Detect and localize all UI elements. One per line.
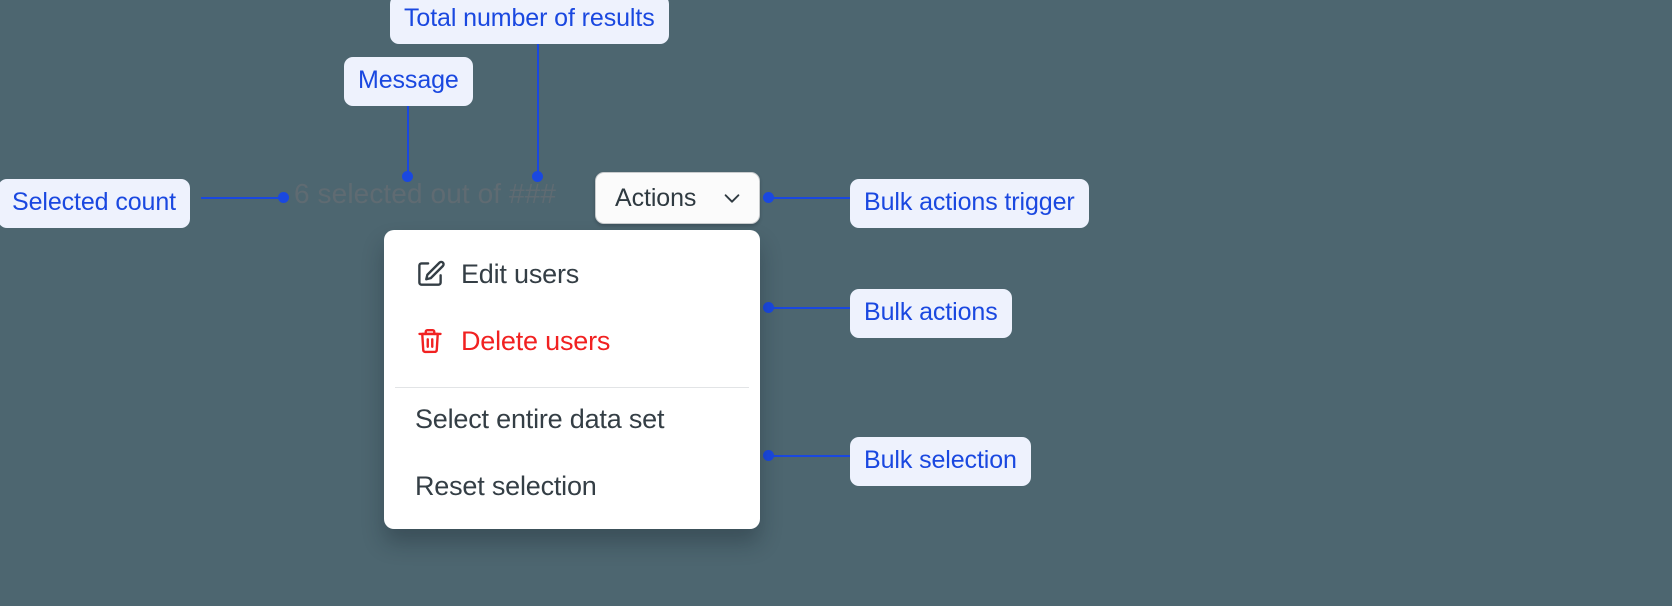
connector-bulk-selection [770, 455, 852, 457]
menu-item-reset-selection[interactable]: Reset selection [384, 455, 760, 517]
bulk-actions-trigger-label: Actions [615, 183, 697, 212]
chevron-down-icon [721, 187, 743, 209]
bulk-actions-dropdown-menu: Edit users Delete users Select entire da… [384, 230, 760, 529]
connector-dot-bulk-selection [763, 450, 774, 461]
annotation-bulk-actions: Bulk actions [850, 289, 1012, 338]
menu-item-label: Reset selection [415, 470, 597, 501]
connector-dot-selected-count [278, 192, 289, 203]
connector-message [407, 94, 409, 178]
connector-bulk-actions [770, 307, 852, 309]
connector-dot-total-number-of-results [532, 171, 543, 182]
menu-divider [395, 387, 749, 388]
connector-total-number-of-results [537, 40, 539, 178]
connector-dot-message [402, 171, 413, 182]
menu-item-select-entire-data-set[interactable]: Select entire data set [384, 388, 760, 450]
connector-dot-bulk-actions [763, 302, 774, 313]
menu-item-delete-users[interactable]: Delete users [384, 310, 760, 372]
bulk-actions-trigger-button[interactable]: Actions [595, 172, 760, 224]
annotation-bulk-selection: Bulk selection [850, 437, 1031, 486]
edit-pencil-square-icon [415, 259, 445, 289]
annotation-bulk-actions-trigger: Bulk actions trigger [850, 179, 1089, 228]
connector-selected-count [201, 197, 285, 199]
menu-item-label: Delete users [461, 325, 611, 356]
connector-dot-bulk-actions-trigger [763, 192, 774, 203]
annotation-total-number-of-results: Total number of results [390, 0, 669, 44]
trash-icon [415, 326, 445, 356]
annotation-message: Message [344, 57, 473, 106]
annotation-selected-count: Selected count [0, 179, 190, 228]
selected-count-message: 6 selected out of ### [294, 178, 557, 209]
menu-item-label: Select entire data set [415, 403, 665, 434]
menu-item-edit-users[interactable]: Edit users [384, 243, 760, 305]
connector-bulk-actions-trigger [770, 197, 852, 199]
menu-item-label: Edit users [461, 258, 580, 289]
